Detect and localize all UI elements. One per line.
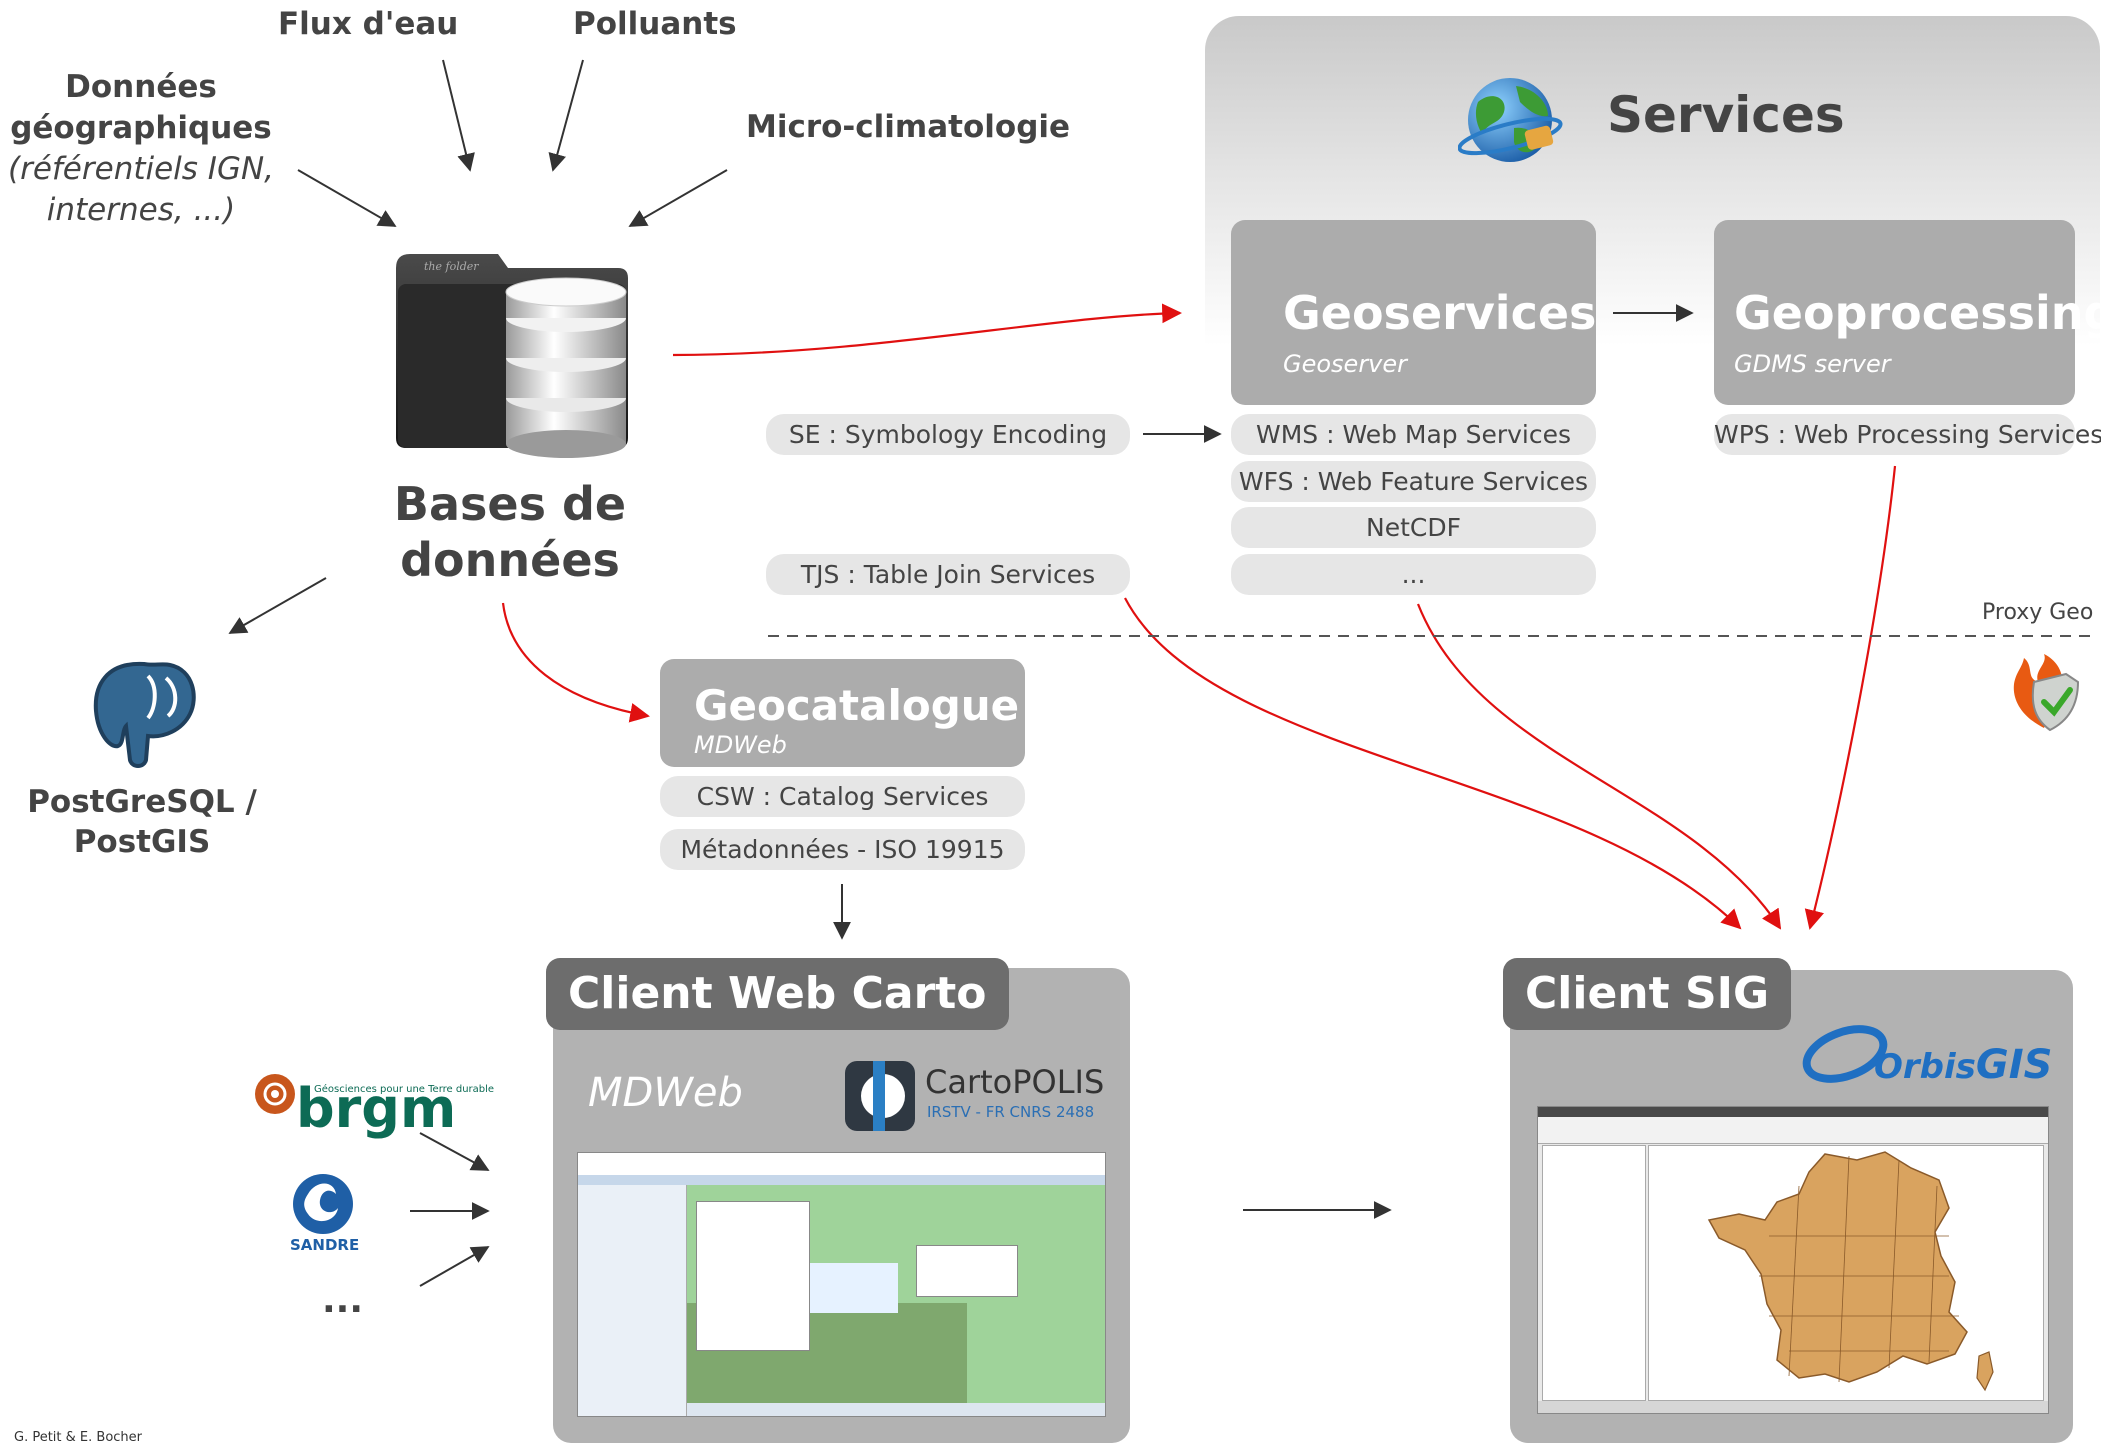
postgres-label: PostGreSQL / PostGIS xyxy=(20,782,264,862)
postgres-line1: PostGreSQL / xyxy=(27,784,257,820)
geoprocessing-box: Geoprocessing GDMS server xyxy=(1714,220,2101,405)
cartopolis-name: CartoPOLIS xyxy=(925,1063,1105,1101)
cartopolis-subtitle: IRSTV - FR CNRS 2488 xyxy=(927,1103,1095,1121)
geoprocessing-title: Geoprocessing xyxy=(1734,286,2101,340)
source-micro: Micro-climatologie xyxy=(746,109,1071,145)
orbisgis-wordmark-a: Orbis xyxy=(1874,1047,1976,1087)
geoservices-box: Geoservices Geoserver xyxy=(1231,220,1596,405)
credit: G. Petit & E. Bocher xyxy=(14,1430,143,1445)
client-web-title: Client Web Carto xyxy=(546,958,1009,1030)
arrow-brgm xyxy=(419,1132,490,1171)
geocatalogue-box: Geocatalogue MDWeb xyxy=(660,659,1025,767)
arrow-micro xyxy=(628,169,728,227)
donnees-line1: Données xyxy=(65,69,217,105)
orbisgis-wordmark: OrbisGIS xyxy=(1874,1042,2052,1088)
geoservices-subtitle: Geoserver xyxy=(1283,350,1408,378)
source-polluants: Polluants xyxy=(573,6,737,42)
database-label: Bases de données xyxy=(380,476,640,588)
red-arrow-wps-to-sig xyxy=(1804,465,1897,930)
globe-icon xyxy=(1457,72,1564,176)
orbisgis-logo: OrbisGIS xyxy=(1800,1018,2052,1088)
arrow-flux xyxy=(442,59,475,172)
brgm-logo xyxy=(253,1072,297,1120)
brgm-tagline: Géosciences pour une Terre durable xyxy=(314,1084,495,1095)
orbisgis-wordmark-b: GIS xyxy=(1975,1042,2053,1088)
proxy-label: Proxy Geo xyxy=(1982,600,2094,625)
geoprocessing-subtitle: GDMS server xyxy=(1734,350,1891,378)
partners-more: ... xyxy=(322,1280,364,1321)
pill-netcdf: NetCDF xyxy=(1231,507,1596,548)
arrow-donnees xyxy=(297,169,397,227)
red-arrow-db-to-geoservices xyxy=(672,303,1182,357)
brgm-name: brgm xyxy=(296,1077,457,1140)
geoservices-title: Geoservices xyxy=(1283,286,1597,340)
database-label-line1: Bases de xyxy=(393,477,627,531)
donnees-line3: (référentiels IGN, xyxy=(7,151,275,187)
orbisgis-map xyxy=(1648,1145,2044,1401)
firewall-shield-icon xyxy=(2004,652,2082,736)
services-title: Services xyxy=(1607,86,1845,144)
postgres-line2: PostGIS xyxy=(73,824,211,860)
pill-csw: CSW : Catalog Services xyxy=(660,776,1025,817)
geocatalogue-title: Geocatalogue xyxy=(694,681,1020,730)
pill-more-services: ... xyxy=(1231,554,1596,595)
brgm-swirl-icon xyxy=(255,1074,295,1114)
orbisgis-screenshot xyxy=(1537,1106,2049,1414)
geocatalogue-subtitle: MDWeb xyxy=(694,731,787,759)
cartopolis-screenshot xyxy=(577,1152,1106,1417)
postgresql-elephant-icon xyxy=(86,656,202,776)
pill-metadata: Métadonnées - ISO 19915 xyxy=(660,829,1025,870)
database-label-line2: données xyxy=(400,533,620,587)
sandre-logo-icon xyxy=(290,1172,356,1246)
donnees-line4: internes, ...) xyxy=(46,192,236,228)
red-arrow-db-to-geocatalogue xyxy=(501,602,650,723)
arrow-polluants xyxy=(548,59,584,172)
red-arrow-services-to-sig xyxy=(1416,603,1782,930)
pill-wps: WPS : Web Processing Services xyxy=(1714,414,2101,455)
database-folder-icon: the folder xyxy=(388,248,648,462)
cartopolis-mark-icon xyxy=(845,1061,915,1131)
client-sig-title: Client SIG xyxy=(1503,958,1792,1030)
france-map-icon xyxy=(1707,1151,1994,1392)
pill-wfs: WFS : Web Feature Services xyxy=(1231,461,1596,502)
source-donnees: Données géographiques (référentiels IGN,… xyxy=(0,67,282,231)
orbisgis-orbit-icon xyxy=(1802,1025,1888,1083)
cartopolis-logo: CartoPOLIS IRSTV - FR CNRS 2488 xyxy=(845,1061,1145,1131)
arrow-to-postgres xyxy=(228,577,327,634)
pill-se: SE : Symbology Encoding xyxy=(766,414,1130,455)
pill-tjs: TJS : Table Join Services xyxy=(766,554,1130,595)
folder-text: the folder xyxy=(424,260,479,273)
services-panel xyxy=(1205,16,2100,896)
mdweb-label: MDWeb xyxy=(588,1070,743,1116)
sandre-name: SANDRE xyxy=(290,1236,360,1254)
arrow-more xyxy=(419,1246,490,1287)
red-arrow-tjs-to-sig xyxy=(1124,597,1742,930)
pill-wms: WMS : Web Map Services xyxy=(1231,414,1596,455)
source-flux: Flux d'eau xyxy=(278,6,459,42)
donnees-line2: géographiques xyxy=(10,110,272,146)
